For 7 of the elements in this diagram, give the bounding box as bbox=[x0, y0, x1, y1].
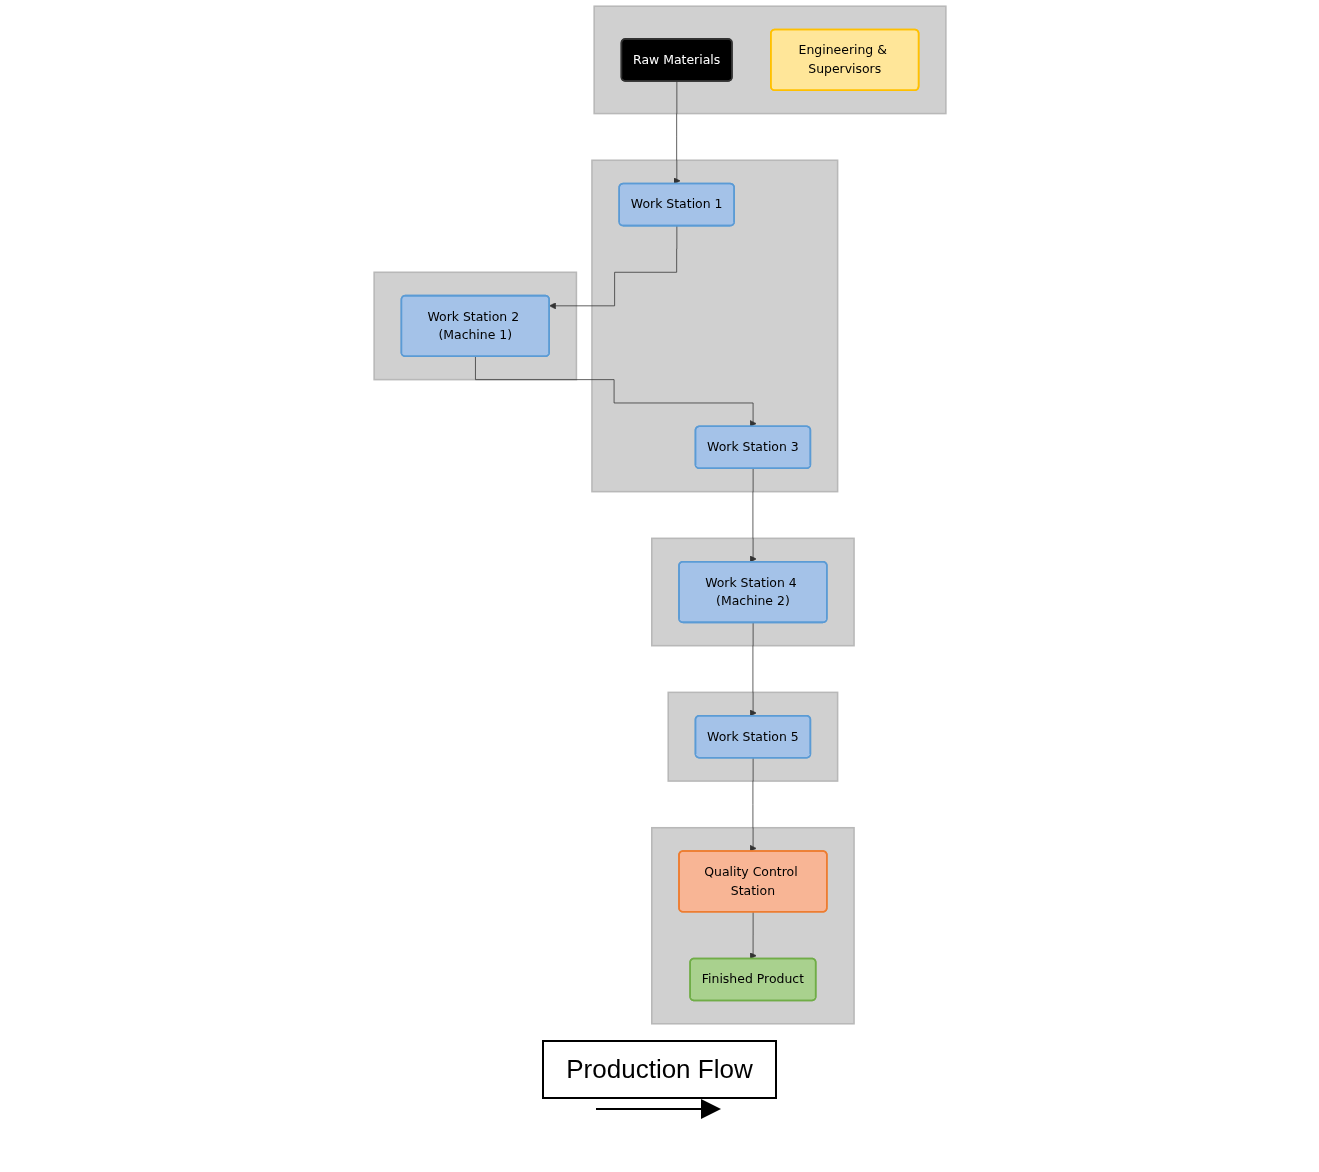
cluster bbox=[666, 691, 838, 782]
cluster bbox=[592, 5, 947, 115]
cluster bbox=[372, 271, 577, 381]
legend-label: Production Flow bbox=[542, 1040, 777, 1099]
cluster bbox=[650, 826, 855, 1025]
cluster bbox=[650, 537, 855, 647]
cluster bbox=[590, 159, 838, 493]
